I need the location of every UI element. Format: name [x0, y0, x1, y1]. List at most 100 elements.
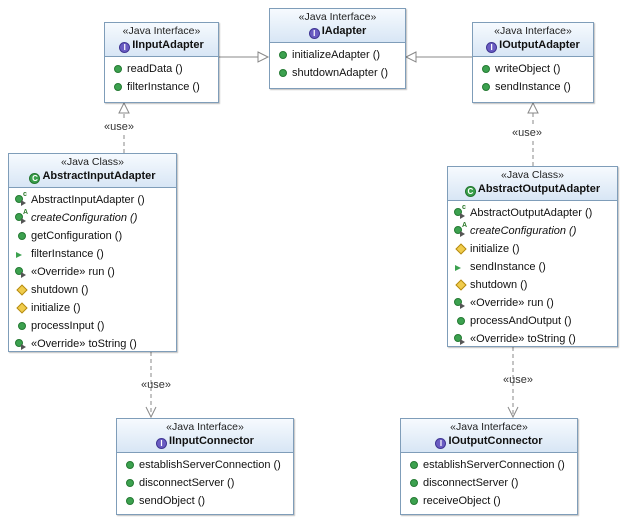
public-method-icon	[112, 82, 124, 92]
stereotype-label: «Java Interface»	[494, 25, 572, 37]
method-list: writeObject () sendInstance ()	[473, 57, 593, 98]
method-item[interactable]: sendObject ()	[117, 492, 293, 510]
method-item[interactable]: getConfiguration ()	[9, 227, 176, 245]
public-method-icon	[277, 50, 289, 60]
public-method-icon	[124, 496, 136, 506]
method-label: «Override» run ()	[31, 266, 115, 278]
method-item[interactable]: disconnectServer ()	[401, 474, 577, 492]
method-item[interactable]: processInput ()	[9, 317, 176, 335]
method-item[interactable]: initializeAdapter ()	[270, 46, 405, 64]
method-item[interactable]: filterInstance ()	[105, 78, 218, 96]
use-label-output-realization: «use»	[512, 127, 542, 139]
method-label: writeObject ()	[495, 63, 561, 75]
method-label: establishServerConnection ()	[423, 459, 565, 471]
public-method-icon	[408, 460, 420, 470]
method-item[interactable]: filterInstance ()	[9, 245, 176, 263]
method-label: establishServerConnection ()	[139, 459, 281, 471]
constructor-icon: c	[454, 204, 467, 219]
method-item[interactable]: «Override» toString ()	[448, 330, 617, 348]
type-name-text: IInputConnector	[169, 435, 254, 447]
method-item[interactable]: writeObject ()	[473, 60, 593, 78]
method-item[interactable]: initialize ()	[448, 240, 617, 258]
method-item[interactable]: initialize ()	[9, 299, 176, 317]
interface-icon: I	[435, 438, 447, 449]
type-name-text: IOutputConnector	[448, 435, 543, 447]
public-method-icon	[480, 64, 492, 74]
method-item[interactable]: readData ()	[105, 60, 218, 78]
method-item[interactable]: establishServerConnection ()	[401, 456, 577, 474]
use-label-input-dependency: «use»	[141, 379, 171, 391]
method-item[interactable]: shutdown ()	[448, 276, 617, 294]
method-label: initialize ()	[31, 302, 81, 314]
protected-method-icon	[16, 302, 28, 314]
method-item[interactable]: receiveObject ()	[401, 492, 577, 510]
class-icon: C	[464, 186, 476, 197]
protected-method-icon	[455, 243, 467, 255]
method-list: establishServerConnection () disconnectSe…	[117, 453, 293, 512]
public-method-icon	[480, 82, 492, 92]
public-method-icon	[408, 496, 420, 506]
class-icon: C	[29, 173, 41, 184]
method-label: initialize ()	[470, 243, 520, 255]
type-name-text: IOutputAdapter	[499, 39, 580, 51]
method-item[interactable]: sendInstance ()	[448, 258, 617, 276]
override-method-icon	[15, 339, 28, 350]
method-list: initializeAdapter () shutdownAdapter ()	[270, 43, 405, 84]
method-item[interactable]: «Override» toString ()	[9, 335, 176, 353]
method-label: «Override» toString ()	[31, 338, 137, 350]
public-method-icon	[112, 64, 124, 74]
method-label: filterInstance ()	[31, 248, 104, 260]
protected-method-icon	[16, 284, 28, 296]
method-item[interactable]: «Override» run ()	[448, 294, 617, 312]
method-item[interactable]: «Override» run ()	[9, 263, 176, 281]
method-item[interactable]: shutdownAdapter ()	[270, 64, 405, 82]
public-method-icon	[16, 231, 28, 241]
method-label: createConfiguration ()	[31, 212, 138, 224]
method-label: shutdownAdapter ()	[292, 67, 388, 79]
method-item[interactable]: processAndOutput ()	[448, 312, 617, 330]
method-item[interactable]: establishServerConnection ()	[117, 456, 293, 474]
method-item[interactable]: disconnectServer ()	[117, 474, 293, 492]
default-method-icon	[455, 262, 467, 272]
method-label: createConfiguration ()	[470, 225, 577, 237]
method-label: disconnectServer ()	[423, 477, 519, 489]
public-method-icon	[455, 316, 467, 326]
override-method-icon	[454, 334, 467, 345]
stereotype-label: «Java Class»	[500, 169, 565, 181]
type-name-text: IAdapter	[321, 25, 367, 37]
method-item[interactable]: sendInstance ()	[473, 78, 593, 96]
method-label: processInput ()	[31, 320, 105, 332]
type-name-text: AbstractOutputAdapter	[477, 183, 601, 195]
type-name-text: IInputAdapter	[132, 39, 204, 51]
override-method-icon	[15, 267, 28, 278]
use-label-input-realization: «use»	[104, 121, 134, 133]
method-item[interactable]: shutdown ()	[9, 281, 176, 299]
method-label: readData ()	[127, 63, 183, 75]
method-label: shutdown ()	[31, 284, 89, 296]
stereotype-label: «Java Interface»	[166, 421, 244, 433]
interface-icon: I	[156, 438, 168, 449]
